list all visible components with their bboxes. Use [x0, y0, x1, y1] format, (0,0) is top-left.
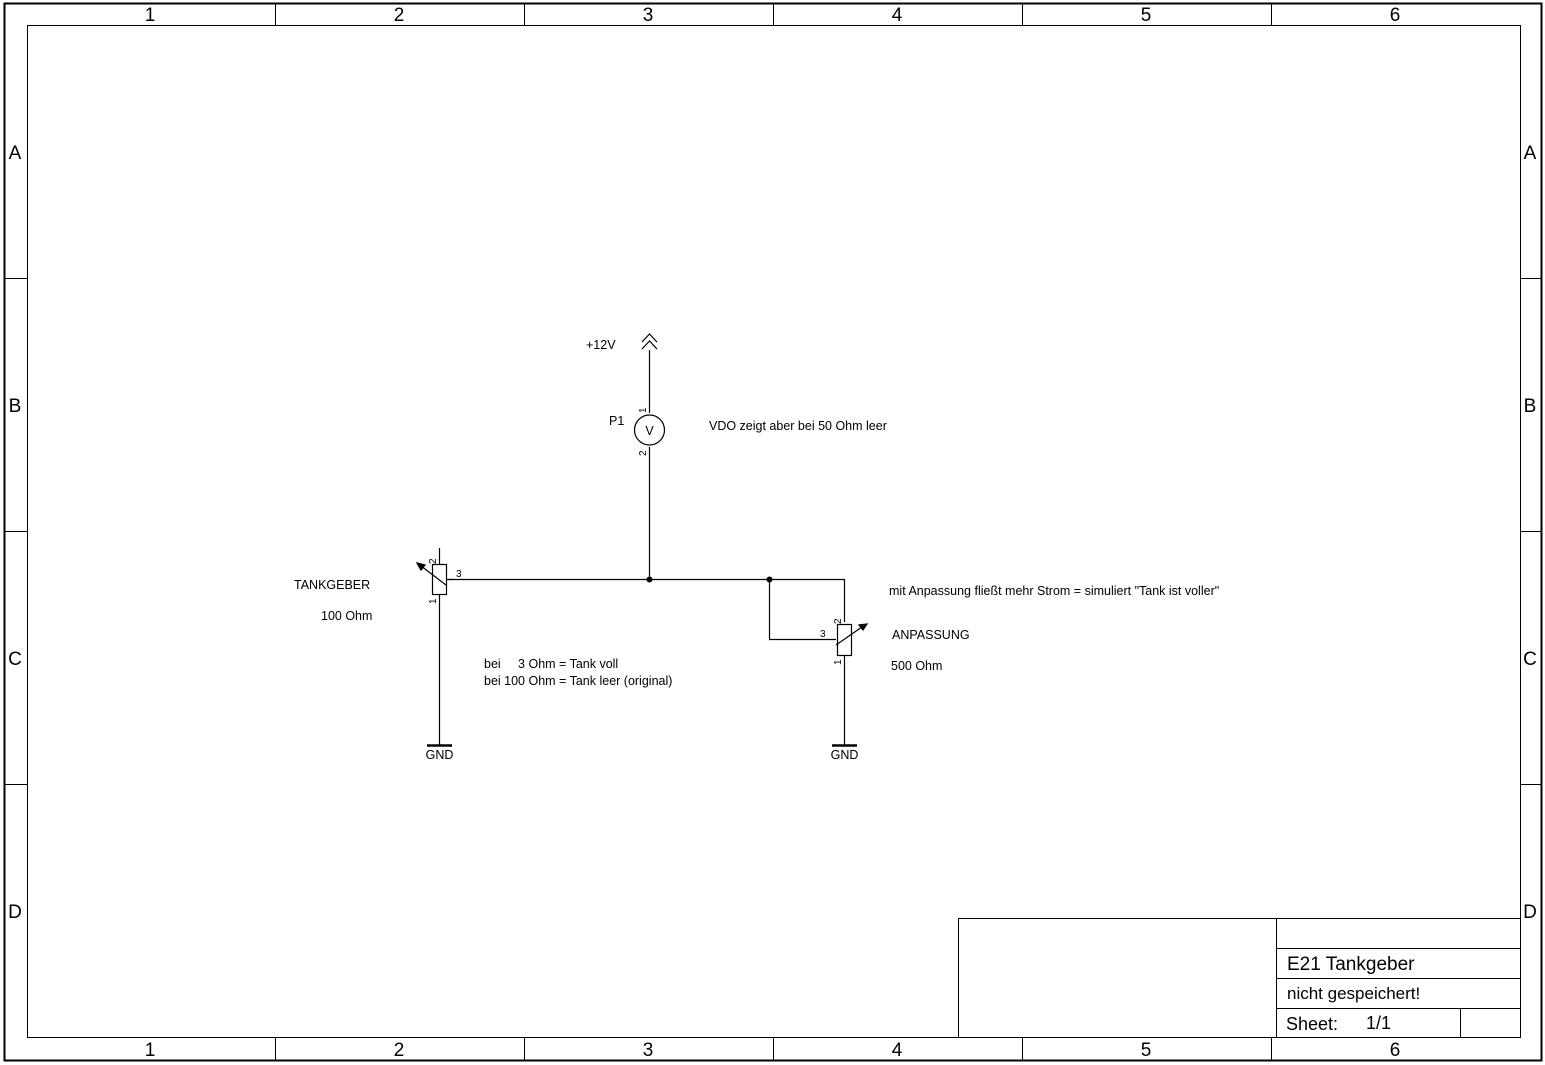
tankgeber-pin1: 1 — [428, 598, 439, 604]
row-label-left: C — [8, 649, 22, 670]
junction-dot — [766, 576, 773, 583]
tankgeber-value: 100 Ohm — [321, 609, 372, 623]
col-label-top: 1 — [145, 5, 156, 26]
row-label-left: D — [8, 902, 22, 923]
wire-junction-to-anpassung-top — [769, 578, 846, 622]
col-label-bottom: 5 — [1141, 1040, 1152, 1061]
col-label-bottom: 2 — [394, 1040, 405, 1061]
col-label-top: 6 — [1390, 5, 1401, 26]
row-label-left: B — [9, 396, 22, 417]
column-labels-top: 1 2 3 4 5 6 — [145, 5, 1401, 26]
col-label-bottom: 3 — [643, 1040, 654, 1061]
col-label-bottom: 1 — [145, 1040, 156, 1061]
col-label-top: 5 — [1141, 5, 1152, 26]
column-labels-bottom: 1 2 3 4 5 6 — [145, 1040, 1401, 1061]
note-vdo: VDO zeigt aber bei 50 Ohm leer — [709, 419, 887, 433]
row-label-left: A — [9, 143, 22, 164]
row-label-right: B — [1524, 396, 1537, 417]
note-tank-line1: bei 3 Ohm = Tank voll — [484, 657, 618, 671]
voltmeter-icon — [633, 414, 666, 446]
row-label-right: D — [1523, 902, 1537, 923]
junction-dot — [646, 576, 653, 583]
supply-label: +12V — [586, 338, 616, 352]
col-label-top: 2 — [394, 5, 405, 26]
anpassung-value: 500 Ohm — [891, 659, 942, 673]
col-label-bottom: 6 — [1390, 1040, 1401, 1061]
tankgeber-pin2: 2 — [428, 558, 439, 564]
anpassung-pin1: 1 — [833, 659, 844, 665]
col-label-top: 4 — [892, 5, 903, 26]
title-block — [958, 918, 1520, 1037]
inner-frame — [27, 25, 1521, 1038]
row-label-right: C — [1523, 649, 1537, 670]
col-label-bottom: 4 — [892, 1040, 903, 1061]
title-block-sheet-value: 1/1 — [1366, 1013, 1391, 1033]
meter-symbol: V — [645, 424, 654, 438]
tankgeber-name: TANKGEBER — [294, 578, 370, 592]
title-block-sheet-label: Sheet: — [1286, 1014, 1338, 1034]
row-label-right: A — [1524, 143, 1537, 164]
note-anpassung: mit Anpassung fließt mehr Strom = simuli… — [889, 584, 1219, 598]
outer-frame — [3, 2, 1543, 1062]
note-tank-line2: bei 100 Ohm = Tank leer (original) — [484, 674, 672, 688]
anpassung-name: ANPASSUNG — [892, 628, 970, 642]
meter-pin-bottom: 2 — [638, 450, 649, 456]
anpassung-pin2: 2 — [833, 618, 844, 624]
title-block-status: nicht gespeichert! — [1287, 984, 1420, 1003]
tankgeber-pin3: 3 — [456, 569, 462, 580]
wires — [438, 350, 846, 745]
row-dividers — [5, 278, 1541, 785]
row-labels-left: A B C D — [8, 143, 22, 923]
tankgeber-potentiometer-icon — [415, 548, 454, 596]
gnd-right-label: GND — [831, 748, 859, 762]
meter-ref: P1 — [609, 414, 624, 428]
column-dividers — [275, 4, 1272, 1060]
meter-pin-top: 1 — [638, 407, 649, 413]
supply-arrow-icon — [641, 333, 658, 350]
gnd-left-label: GND — [426, 748, 454, 762]
row-labels-right: A B C D — [1523, 143, 1537, 923]
anpassung-pin3: 3 — [820, 629, 826, 640]
wire-junction-to-anpassung-wiper — [768, 579, 836, 641]
anpassung-potentiometer-icon — [835, 623, 869, 657]
col-label-top: 3 — [643, 5, 654, 26]
title-block-title: E21 Tankgeber — [1287, 954, 1415, 975]
